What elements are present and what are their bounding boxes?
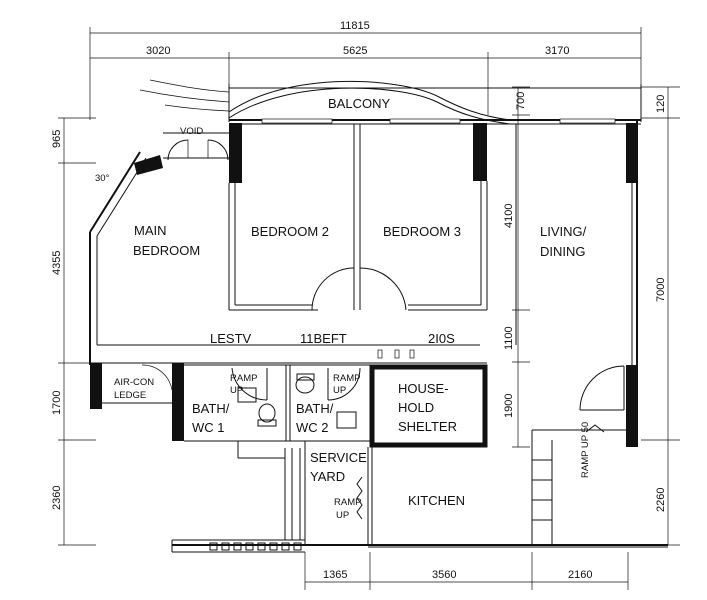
- dim-mid-2: 1100: [503, 326, 515, 350]
- ramp-bath1-line2: UP: [230, 385, 243, 396]
- doors: [141, 139, 625, 520]
- dim-mid-top: 700: [515, 92, 527, 110]
- dim-bottom-2: 3560: [432, 569, 456, 581]
- balcony-label: BALCONY: [328, 96, 390, 111]
- angle-label: 30°: [95, 173, 110, 184]
- corridor-label-c: 2I0S: [428, 331, 455, 346]
- room-labels: BALCONY VOID 30° MAIN BEDROOM BEDROOM 2 …: [95, 96, 591, 521]
- kitchen-label: KITCHEN: [408, 493, 465, 508]
- bath2-label-line1: BATH/: [296, 401, 334, 416]
- dim-left-3: 1700: [51, 391, 63, 415]
- ramp-living-label: RAMP UP 50: [580, 422, 591, 478]
- dim-bottom-1: 1365: [323, 569, 347, 581]
- wall-columns: [90, 123, 638, 447]
- ramp-bath2-line1: RAMP: [333, 373, 360, 384]
- aircon-label-line1: AIR-CON: [114, 377, 154, 388]
- bedroom2-label: BEDROOM 2: [251, 224, 329, 239]
- shelter-label-line1: HOUSE-: [398, 381, 449, 396]
- dim-top-2: 5625: [343, 45, 367, 57]
- bedroom3-label: BEDROOM 3: [383, 224, 461, 239]
- balcony: [139, 79, 642, 125]
- outer-walls: [89, 120, 668, 553]
- ramp-service-line1: RAMP: [334, 497, 361, 508]
- corridor-label-a: LESTV: [210, 331, 252, 346]
- fixtures: [209, 349, 415, 551]
- main-bedroom-label-line2: BEDROOM: [133, 243, 200, 258]
- service-yard-label-line1: SERVICE: [310, 450, 367, 465]
- ramp-bath2-line2: UP: [333, 385, 346, 396]
- dim-left-2: 4355: [51, 251, 63, 275]
- living-label-line1: LIVING/: [540, 224, 587, 239]
- ramp-bath1-line1: RAMP: [230, 373, 257, 384]
- aircon-label-line2: LEDGE: [114, 390, 146, 401]
- dimension-lines: [58, 27, 680, 590]
- bath1-label-line2: WC 1: [192, 420, 225, 435]
- bath2-label-line2: WC 2: [296, 420, 329, 435]
- dim-right-2: 2260: [655, 488, 667, 512]
- ramp-service-line2: UP: [336, 510, 349, 521]
- dim-left-1: 965: [51, 130, 63, 148]
- dim-right-1: 7000: [655, 278, 667, 302]
- dimension-texts: 11815 3020 5625 3170 965 4355 1700 2360 …: [51, 20, 667, 581]
- dim-top-3: 3170: [545, 45, 569, 57]
- interior-walls: [90, 124, 628, 545]
- dim-top-total: 11815: [340, 20, 370, 32]
- service-yard-label-line2: YARD: [310, 469, 345, 484]
- dim-right-top: 120: [655, 95, 667, 113]
- bath1-label-line1: BATH/: [192, 401, 230, 416]
- dim-top-1: 3020: [146, 45, 170, 57]
- void-label: VOID: [180, 126, 203, 137]
- dim-bottom-3: 2160: [568, 569, 592, 581]
- living-label-line2: DINING: [540, 244, 586, 259]
- shelter-label-line2: HOLD: [398, 400, 434, 415]
- dim-mid-1: 4100: [503, 204, 515, 228]
- main-bedroom-label-line1: MAIN: [134, 223, 167, 238]
- shelter-label-line3: SHELTER: [398, 419, 457, 434]
- dim-left-4: 2360: [51, 486, 63, 510]
- corridor-label-b: 11BEFT: [300, 331, 347, 346]
- dim-mid-3: 1900: [503, 394, 515, 418]
